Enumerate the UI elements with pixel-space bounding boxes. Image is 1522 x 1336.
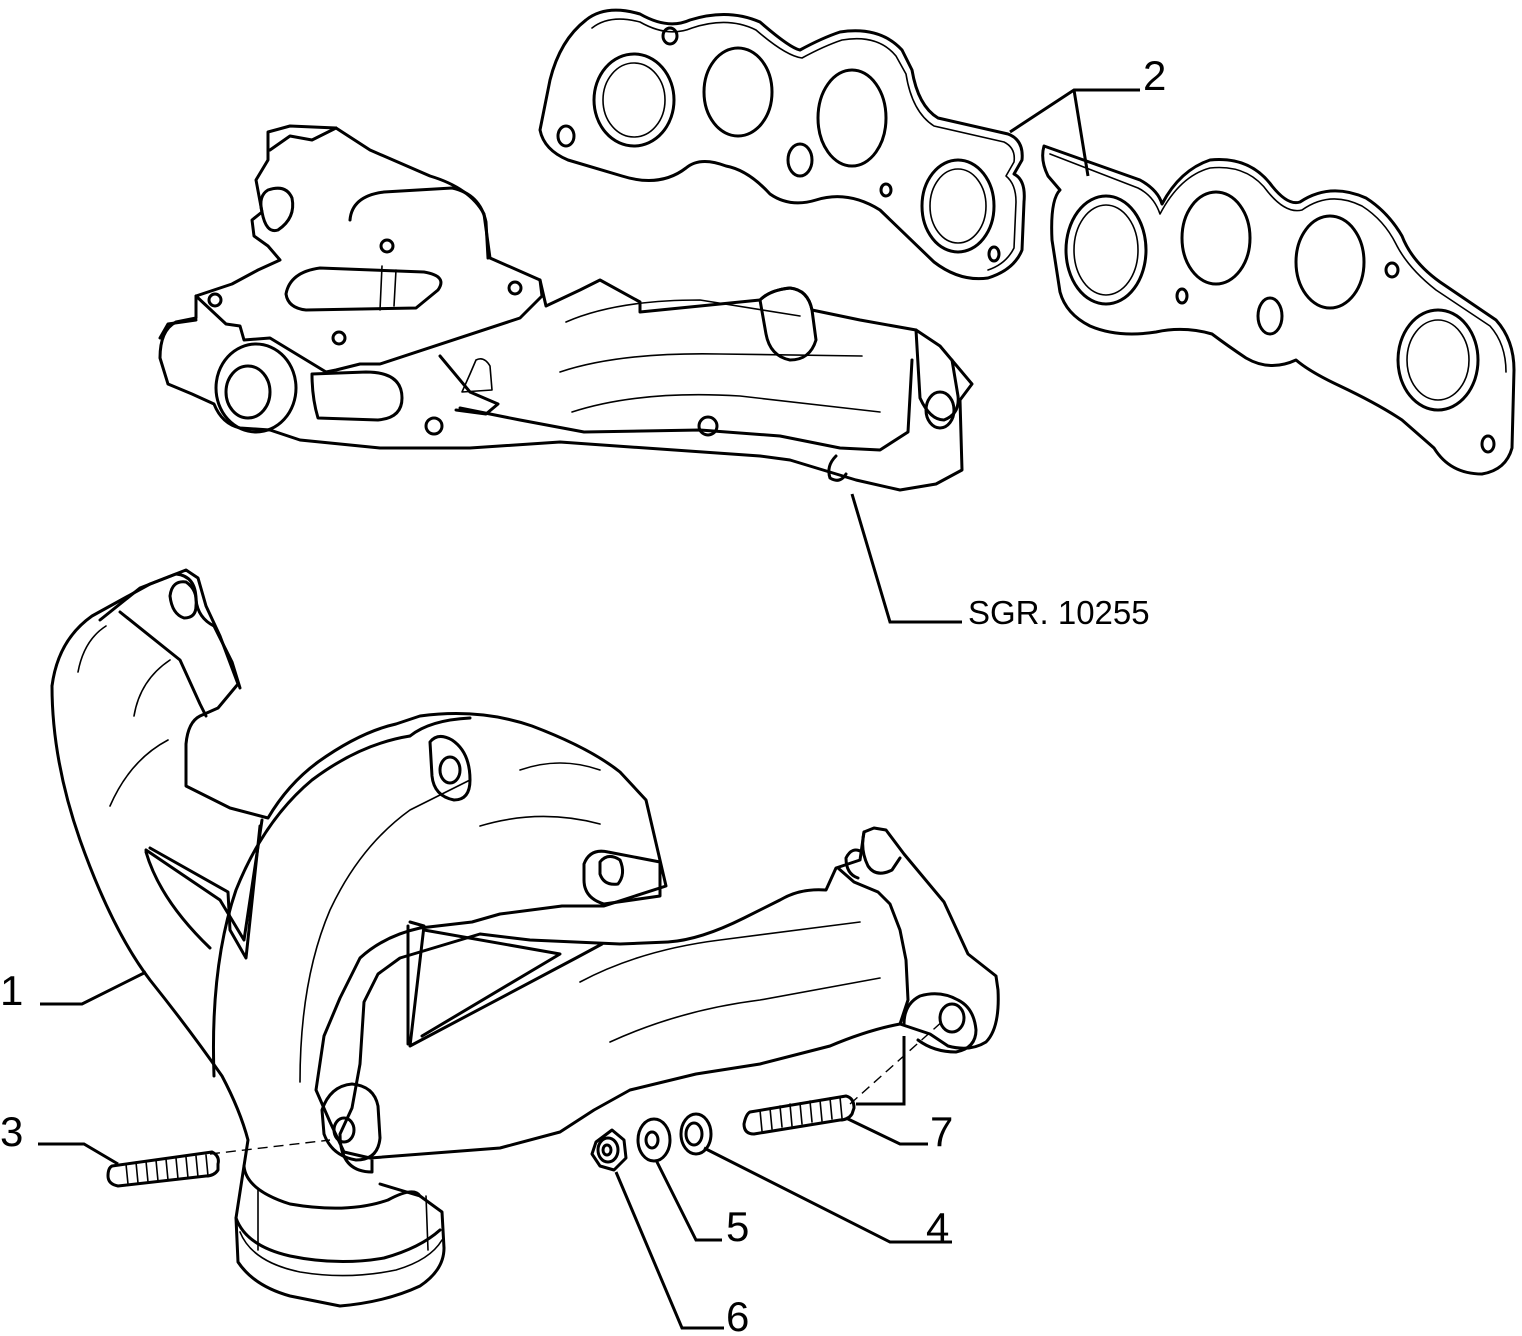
- nut-item-6: [590, 1128, 628, 1172]
- leader-6: [614, 1171, 724, 1330]
- reference-label: SGR. 10255: [968, 594, 1150, 631]
- leader-7b: [856, 1036, 906, 1106]
- leader-3: [38, 1142, 119, 1166]
- leader-5: [654, 1159, 722, 1242]
- exhaust-manifold: [50, 568, 1000, 1308]
- leader-4: [703, 1146, 952, 1244]
- gasket-upper: [538, 8, 1026, 281]
- callout-3: 3: [0, 1108, 23, 1155]
- intake-manifold: [158, 124, 974, 492]
- leader-1: [40, 970, 147, 1006]
- callout-7: 7: [930, 1108, 953, 1155]
- callout-4: 4: [926, 1204, 949, 1251]
- stud-item-7: [742, 1094, 856, 1136]
- leader-7: [845, 1116, 928, 1146]
- callout-6: 6: [726, 1293, 749, 1336]
- washer-item-4: [679, 1112, 713, 1156]
- gasket-lower: [1041, 144, 1516, 476]
- leader-2b: [1072, 89, 1090, 177]
- callout-1: 1: [0, 967, 23, 1014]
- callout-2: 2: [1143, 52, 1166, 99]
- callout-labels: 1 2 3 4 5 6 7 SGR. 10255: [0, 52, 1166, 1336]
- washer-item-5: [636, 1117, 672, 1163]
- stud-item-3: [106, 1150, 220, 1188]
- leader-ref: [850, 493, 962, 624]
- callout-5: 5: [726, 1203, 749, 1250]
- leader-lines: [38, 88, 1140, 1330]
